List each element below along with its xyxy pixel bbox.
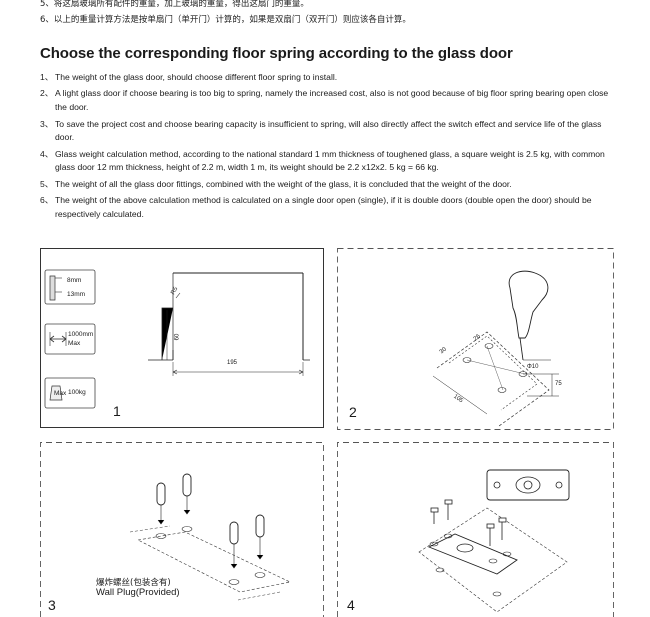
drilling-drawing: [337, 248, 614, 430]
dim-height: 60: [174, 333, 181, 341]
section-heading: Choose the corresponding floor spring ac…: [40, 45, 513, 62]
panel-drilling: 26 30 105 Φ10 75 2: [337, 248, 614, 430]
thickness-top: 8mm: [67, 277, 82, 284]
panel-specs: 8mm 13mm 1000mm Max Max 100kg R5 60 195 …: [40, 248, 324, 428]
wall-plug-drawing: [40, 442, 324, 617]
top-note-5: 5、将这扇玻璃所有配件的重量，加上玻璃的重量，得出这扇门的重量。: [40, 0, 309, 9]
spec-drawing: [40, 248, 324, 428]
list-item: 2、A light glass door if choose bearing i…: [40, 88, 609, 113]
list-item: 4、Glass weight calculation method, accor…: [40, 148, 605, 173]
wall-plug-caption-cn: 爆炸螺丝(包装含有): [96, 578, 171, 588]
wall-plug-icon: [156, 473, 265, 545]
list-item: 1、The weight of the glass door, should c…: [40, 72, 338, 82]
panel-number-2: 2: [349, 404, 357, 420]
dim-diameter: Φ10: [527, 364, 539, 370]
screw-icon: [430, 499, 507, 529]
panel-number-4: 4: [347, 597, 355, 613]
list-item: 3、To save the project cost and choose be…: [40, 118, 602, 143]
weight-value: 100kg: [68, 389, 86, 396]
instruction-list: 1、The weight of the glass door, should c…: [40, 71, 622, 224]
weight-label: Max: [54, 390, 67, 397]
dim-length: 195: [227, 360, 238, 366]
panel-number-3: 3: [48, 597, 56, 613]
mounting-drawing: [337, 442, 614, 617]
wall-plug-caption-en: Wall Plug(Provided): [96, 587, 180, 598]
top-note-6: 6、以上的重量计算方法是按单扇门（单开门）计算的，如果是双扇门（双开门）则应该各…: [40, 15, 411, 25]
thickness-bottom: 13mm: [67, 291, 86, 298]
list-item: 6、The weight of the above calculation me…: [40, 195, 592, 219]
panel-number-1: 1: [113, 403, 121, 419]
width-label: Max: [68, 340, 81, 347]
panel-wall-plugs: 爆炸螺丝(包装含有) Wall Plug(Provided) 3: [40, 442, 324, 617]
width-value: 1000mm: [68, 331, 94, 338]
panel-mounting: 4: [337, 442, 614, 617]
dim-75: 75: [555, 381, 562, 387]
list-item: 5、The weight of all the glass door fitti…: [40, 178, 512, 189]
